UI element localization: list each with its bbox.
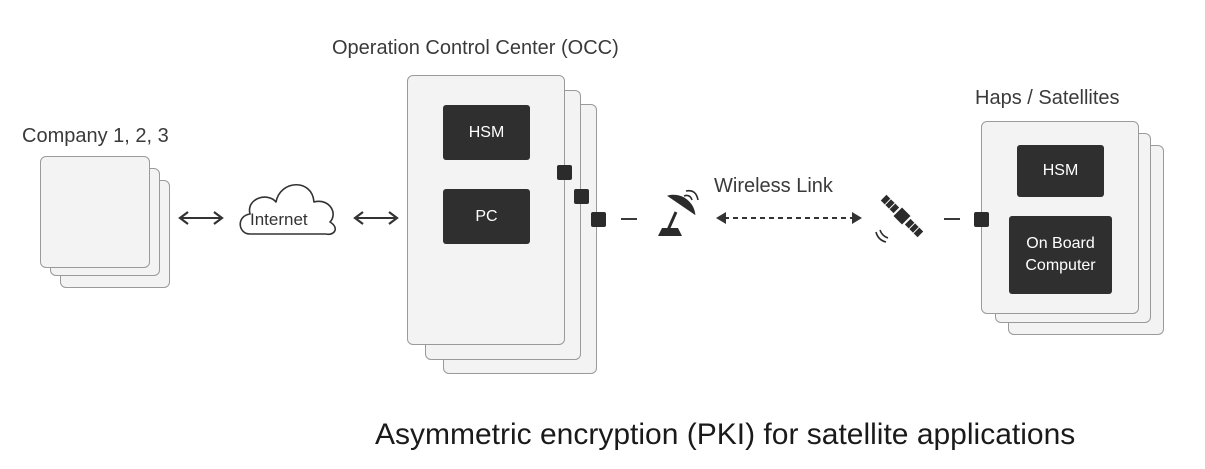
satellite-dish-icon <box>658 189 699 236</box>
occ-port-1 <box>557 165 572 180</box>
haps-port <box>974 212 989 227</box>
company-title: Company 1, 2, 3 <box>22 125 169 147</box>
occ-port-2 <box>574 189 589 204</box>
connector-satellite-haps <box>944 218 960 220</box>
wireless-link-arrow <box>716 212 862 224</box>
double-arrow-icon <box>178 211 224 225</box>
haps-hsm-block: HSM <box>1017 145 1104 197</box>
wireless-link-label: Wireless Link <box>714 175 833 197</box>
cloud-icon <box>239 184 337 236</box>
internet-label: Internet <box>250 210 308 229</box>
haps-title: Haps / Satellites <box>975 87 1120 109</box>
occ-title: Operation Control Center (OCC) <box>332 37 619 59</box>
double-arrow-icon <box>353 211 399 225</box>
obc-label-line2: Computer <box>1025 257 1096 274</box>
occ-pc-block: PC <box>443 189 530 244</box>
haps-obc-block: On Board Computer <box>1009 216 1112 294</box>
diagram-caption: Asymmetric encryption (PKI) for satellit… <box>375 418 1076 451</box>
occ-hsm-block: HSM <box>443 105 530 160</box>
satellite-icon <box>875 194 924 243</box>
occ-port-3 <box>591 212 606 227</box>
company-card-front <box>40 156 150 268</box>
obc-label-line1: On Board <box>1026 235 1095 252</box>
connector-occ-dish <box>621 218 637 220</box>
